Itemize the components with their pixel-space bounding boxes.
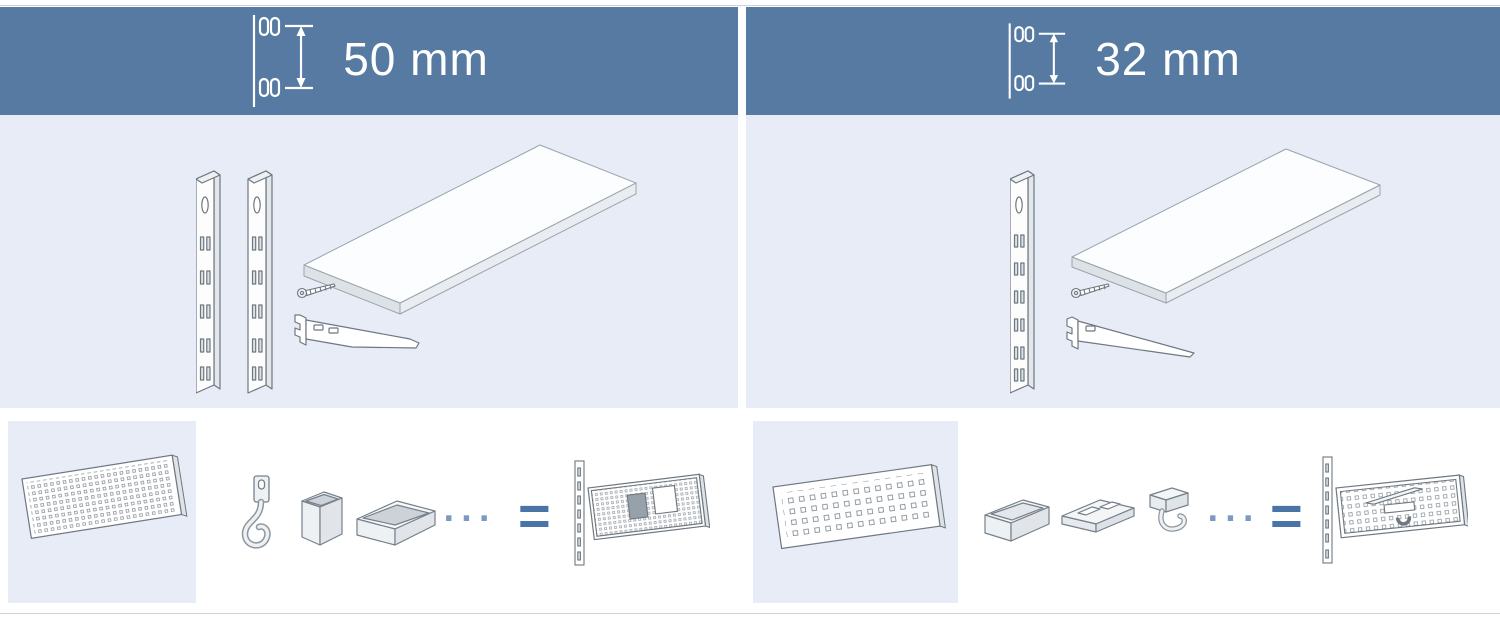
system-50mm-panel: 50 mm [0,7,738,613]
accessories-row-32mm: ··· = [746,408,1500,613]
ellipsis-label: ··· [1207,498,1261,540]
slot-spacing-icon [1008,23,1066,99]
holder-icon [1061,499,1135,533]
assembled-pegboard-icon [574,460,710,566]
shelf-board-icon [303,144,637,315]
wall-standard-icon [1010,170,1035,394]
pegboard-tile [8,421,196,603]
shelf-board-icon [1071,148,1381,304]
screw-icon [1070,283,1110,299]
box-icon [984,499,1050,542]
top-border-line [0,5,1500,6]
pegboard-icon [21,454,188,539]
equals-label: = [518,484,551,547]
equals-label: = [1270,484,1303,547]
shelf-bracket-icon [294,314,420,349]
screw-icon [296,283,336,299]
assembly-illustration-32mm [746,115,1500,408]
pegboard-tile [753,421,958,603]
ellipsis-label: ··· [443,498,497,540]
slot-spacing-icon [253,15,314,107]
bottom-border-line [0,613,1500,614]
assembly-illustration-50mm [0,115,738,408]
header-32mm: 32 mm [746,7,1500,115]
assembled-pegboard-icon [1322,456,1468,564]
wall-standards-icon [196,170,273,394]
pegboard-icon [772,464,946,550]
tray-icon [356,500,436,546]
container-icon [301,491,343,546]
measurement-label: 50 mm [343,33,489,85]
header-50mm: 50 mm [0,7,738,115]
clip-hook-icon [1149,487,1189,532]
shelf-bracket-icon [1066,316,1195,358]
system-32mm-panel: 32 mm [746,7,1500,613]
hook-icon [241,475,271,549]
accessories-row-50mm: ··· = [0,408,738,613]
measurement-label: 32 mm [1095,33,1241,85]
